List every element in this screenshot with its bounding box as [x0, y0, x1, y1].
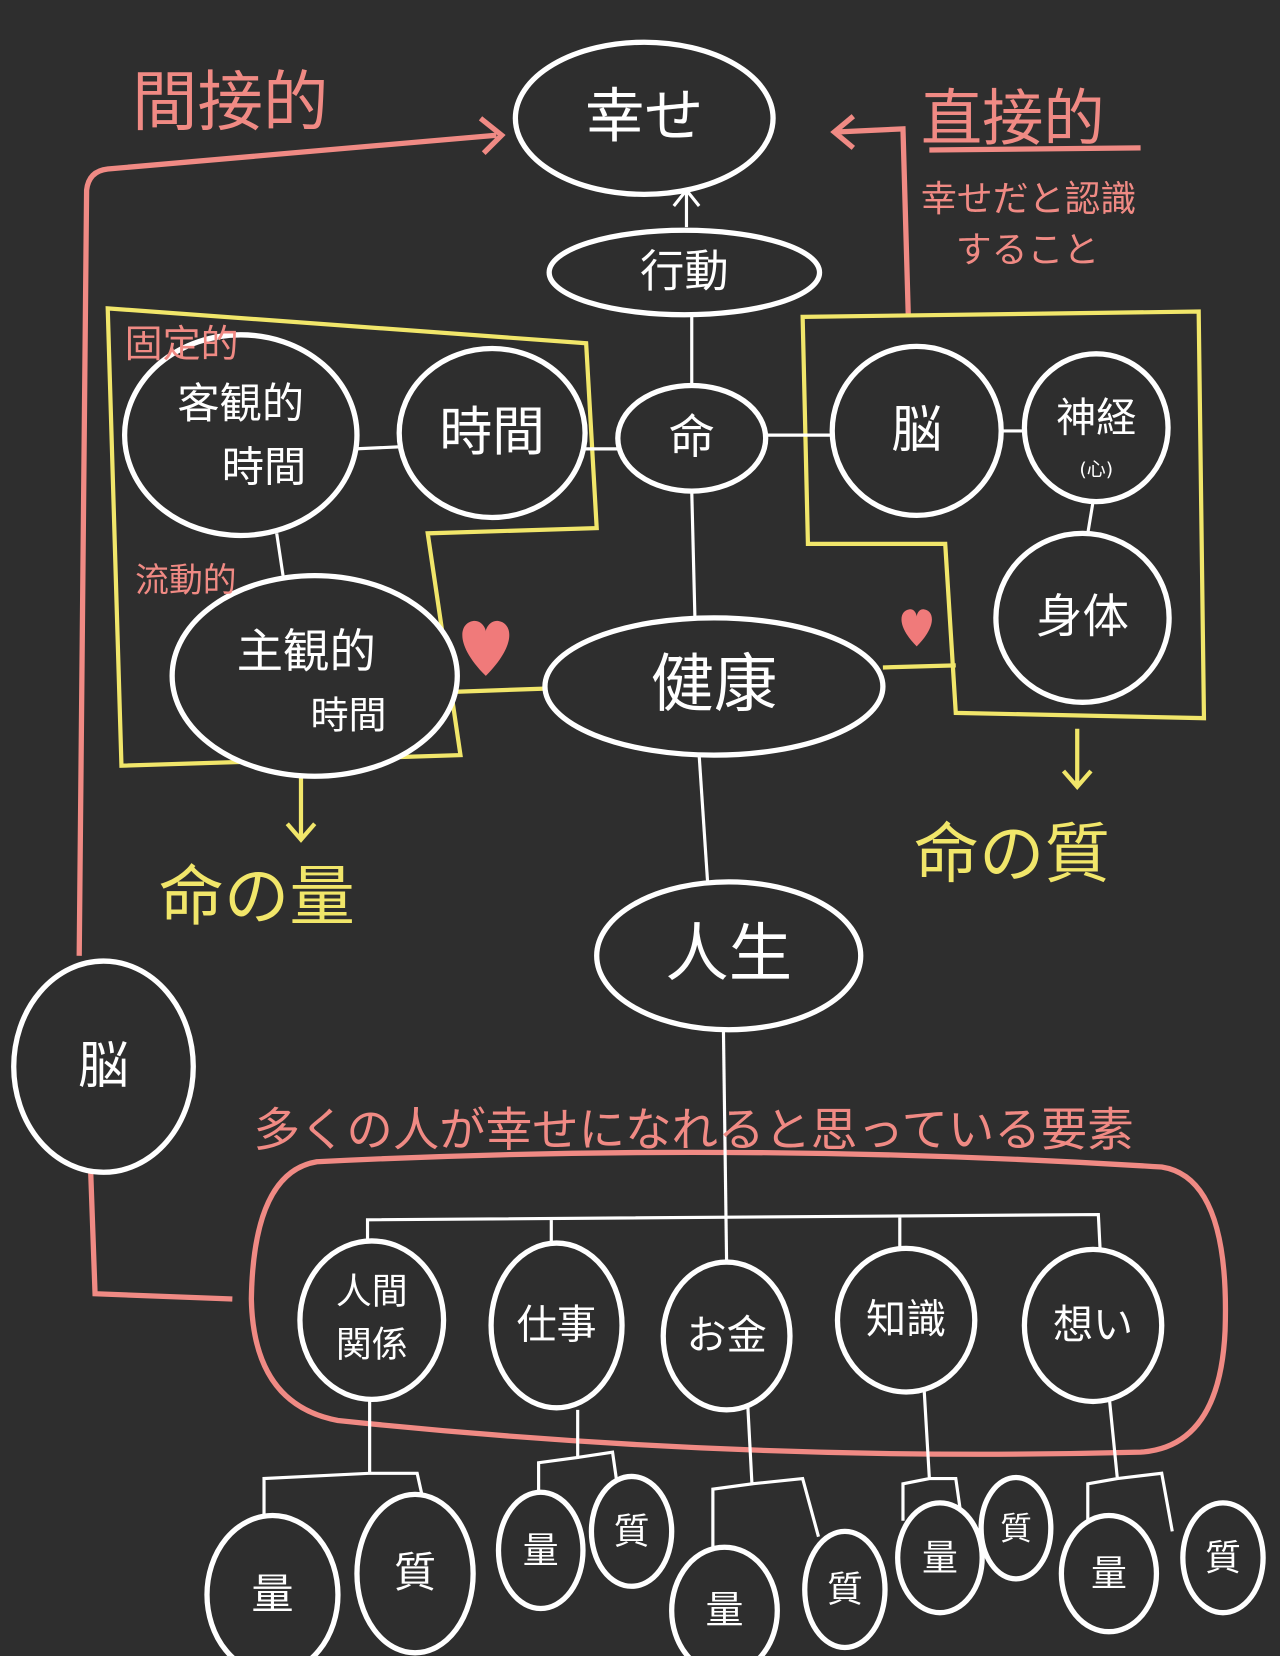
direct-path — [830, 114, 911, 315]
svg-text:人生: 人生 — [665, 916, 792, 990]
node-action: 行動 — [546, 227, 823, 318]
node-quality: 質 — [978, 1474, 1054, 1582]
label-direct: 直接的 — [921, 83, 1105, 154]
label-fixed: 固定的 — [125, 322, 239, 366]
svg-text:(心): (心) — [1079, 458, 1113, 480]
label-fluid: 流動的 — [135, 560, 236, 599]
svg-text:関係: 関係 — [336, 1325, 408, 1366]
quantity-group-box — [105, 306, 599, 768]
svg-text:お金: お金 — [686, 1313, 766, 1359]
svg-text:質: 質 — [1205, 1538, 1241, 1579]
svg-text:想い: 想い — [1053, 1303, 1133, 1349]
svg-text:量: 量 — [523, 1530, 559, 1571]
elements-group-outline — [248, 1149, 1229, 1457]
node-brain-right: 脳 — [829, 343, 1004, 519]
direct-underline — [929, 145, 1141, 153]
svg-text:量: 量 — [705, 1588, 743, 1632]
node-money: お金 — [660, 1259, 793, 1413]
svg-text:質: 質 — [827, 1570, 863, 1611]
node-quantity: 量 — [204, 1512, 341, 1656]
svg-text:行動: 行動 — [640, 247, 729, 298]
node-quantity: 量 — [495, 1489, 586, 1612]
svg-text:神経: 神経 — [1056, 395, 1136, 441]
svg-text:幸せ: 幸せ — [585, 82, 703, 151]
node-happiness: 幸せ — [512, 39, 776, 197]
node-brain-left: 脳 — [11, 958, 196, 1175]
arrow-icon — [285, 776, 317, 843]
node-work: 仕事 — [488, 1240, 625, 1411]
svg-text:知識: 知識 — [866, 1297, 946, 1343]
node-health: 健康 — [542, 615, 886, 758]
node-quality: 質 — [354, 1491, 476, 1656]
quality-group-box — [800, 309, 1207, 721]
svg-text:質: 質 — [394, 1548, 436, 1597]
svg-text:量: 量 — [1091, 1554, 1127, 1595]
label-elements-caption: 多くの人が幸せになれると思っている要素 — [253, 1103, 1133, 1157]
node-knowledge: 知識 — [834, 1245, 978, 1395]
svg-text:量: 量 — [251, 1569, 293, 1618]
arrow-icon — [1061, 728, 1093, 791]
svg-text:時間: 時間 — [222, 442, 306, 491]
svg-text:仕事: 仕事 — [516, 1303, 596, 1349]
svg-text:命: 命 — [669, 410, 715, 464]
node-quantity: 量 — [669, 1544, 780, 1656]
label-quality-of-life: 命の質 — [914, 817, 1110, 893]
svg-text:脳: 脳 — [891, 400, 942, 459]
svg-text:主観的: 主観的 — [237, 624, 376, 678]
node-quality: 質 — [1180, 1500, 1266, 1616]
node-life: 人生 — [594, 879, 864, 1033]
node-nerves: 神経 (心) — [1021, 351, 1171, 505]
node-quality: 質 — [588, 1473, 675, 1589]
label-quantity-of-life: 命の量 — [158, 859, 354, 935]
svg-text:身体: 身体 — [1036, 589, 1129, 643]
svg-text:質: 質 — [1000, 1511, 1032, 1547]
label-direct-note: 幸せだと認識 — [921, 179, 1136, 220]
node-life-force: 命 — [615, 382, 769, 494]
node-body: 身体 — [993, 530, 1172, 705]
svg-text:客観的: 客観的 — [177, 379, 304, 428]
label-indirect: 間接的 — [132, 65, 328, 141]
heart-icon — [901, 609, 932, 647]
svg-text:時間: 時間 — [439, 402, 545, 463]
node-time: 時間 — [396, 345, 588, 521]
svg-text:脳: 脳 — [78, 1036, 129, 1095]
node-feelings: 想い — [1021, 1246, 1165, 1405]
heart-icon — [462, 620, 510, 676]
node-quality: 質 — [802, 1528, 888, 1651]
node-quantity: 量 — [895, 1500, 985, 1616]
label-direct-note: すること — [956, 230, 1100, 271]
svg-text:人間: 人間 — [336, 1272, 408, 1313]
svg-text:量: 量 — [922, 1538, 958, 1579]
node-quantity: 量 — [1058, 1512, 1160, 1635]
svg-text:時間: 時間 — [311, 694, 387, 738]
svg-text:質: 質 — [614, 1511, 650, 1552]
indirect-path — [76, 116, 506, 1302]
svg-text:健康: 健康 — [651, 647, 778, 721]
